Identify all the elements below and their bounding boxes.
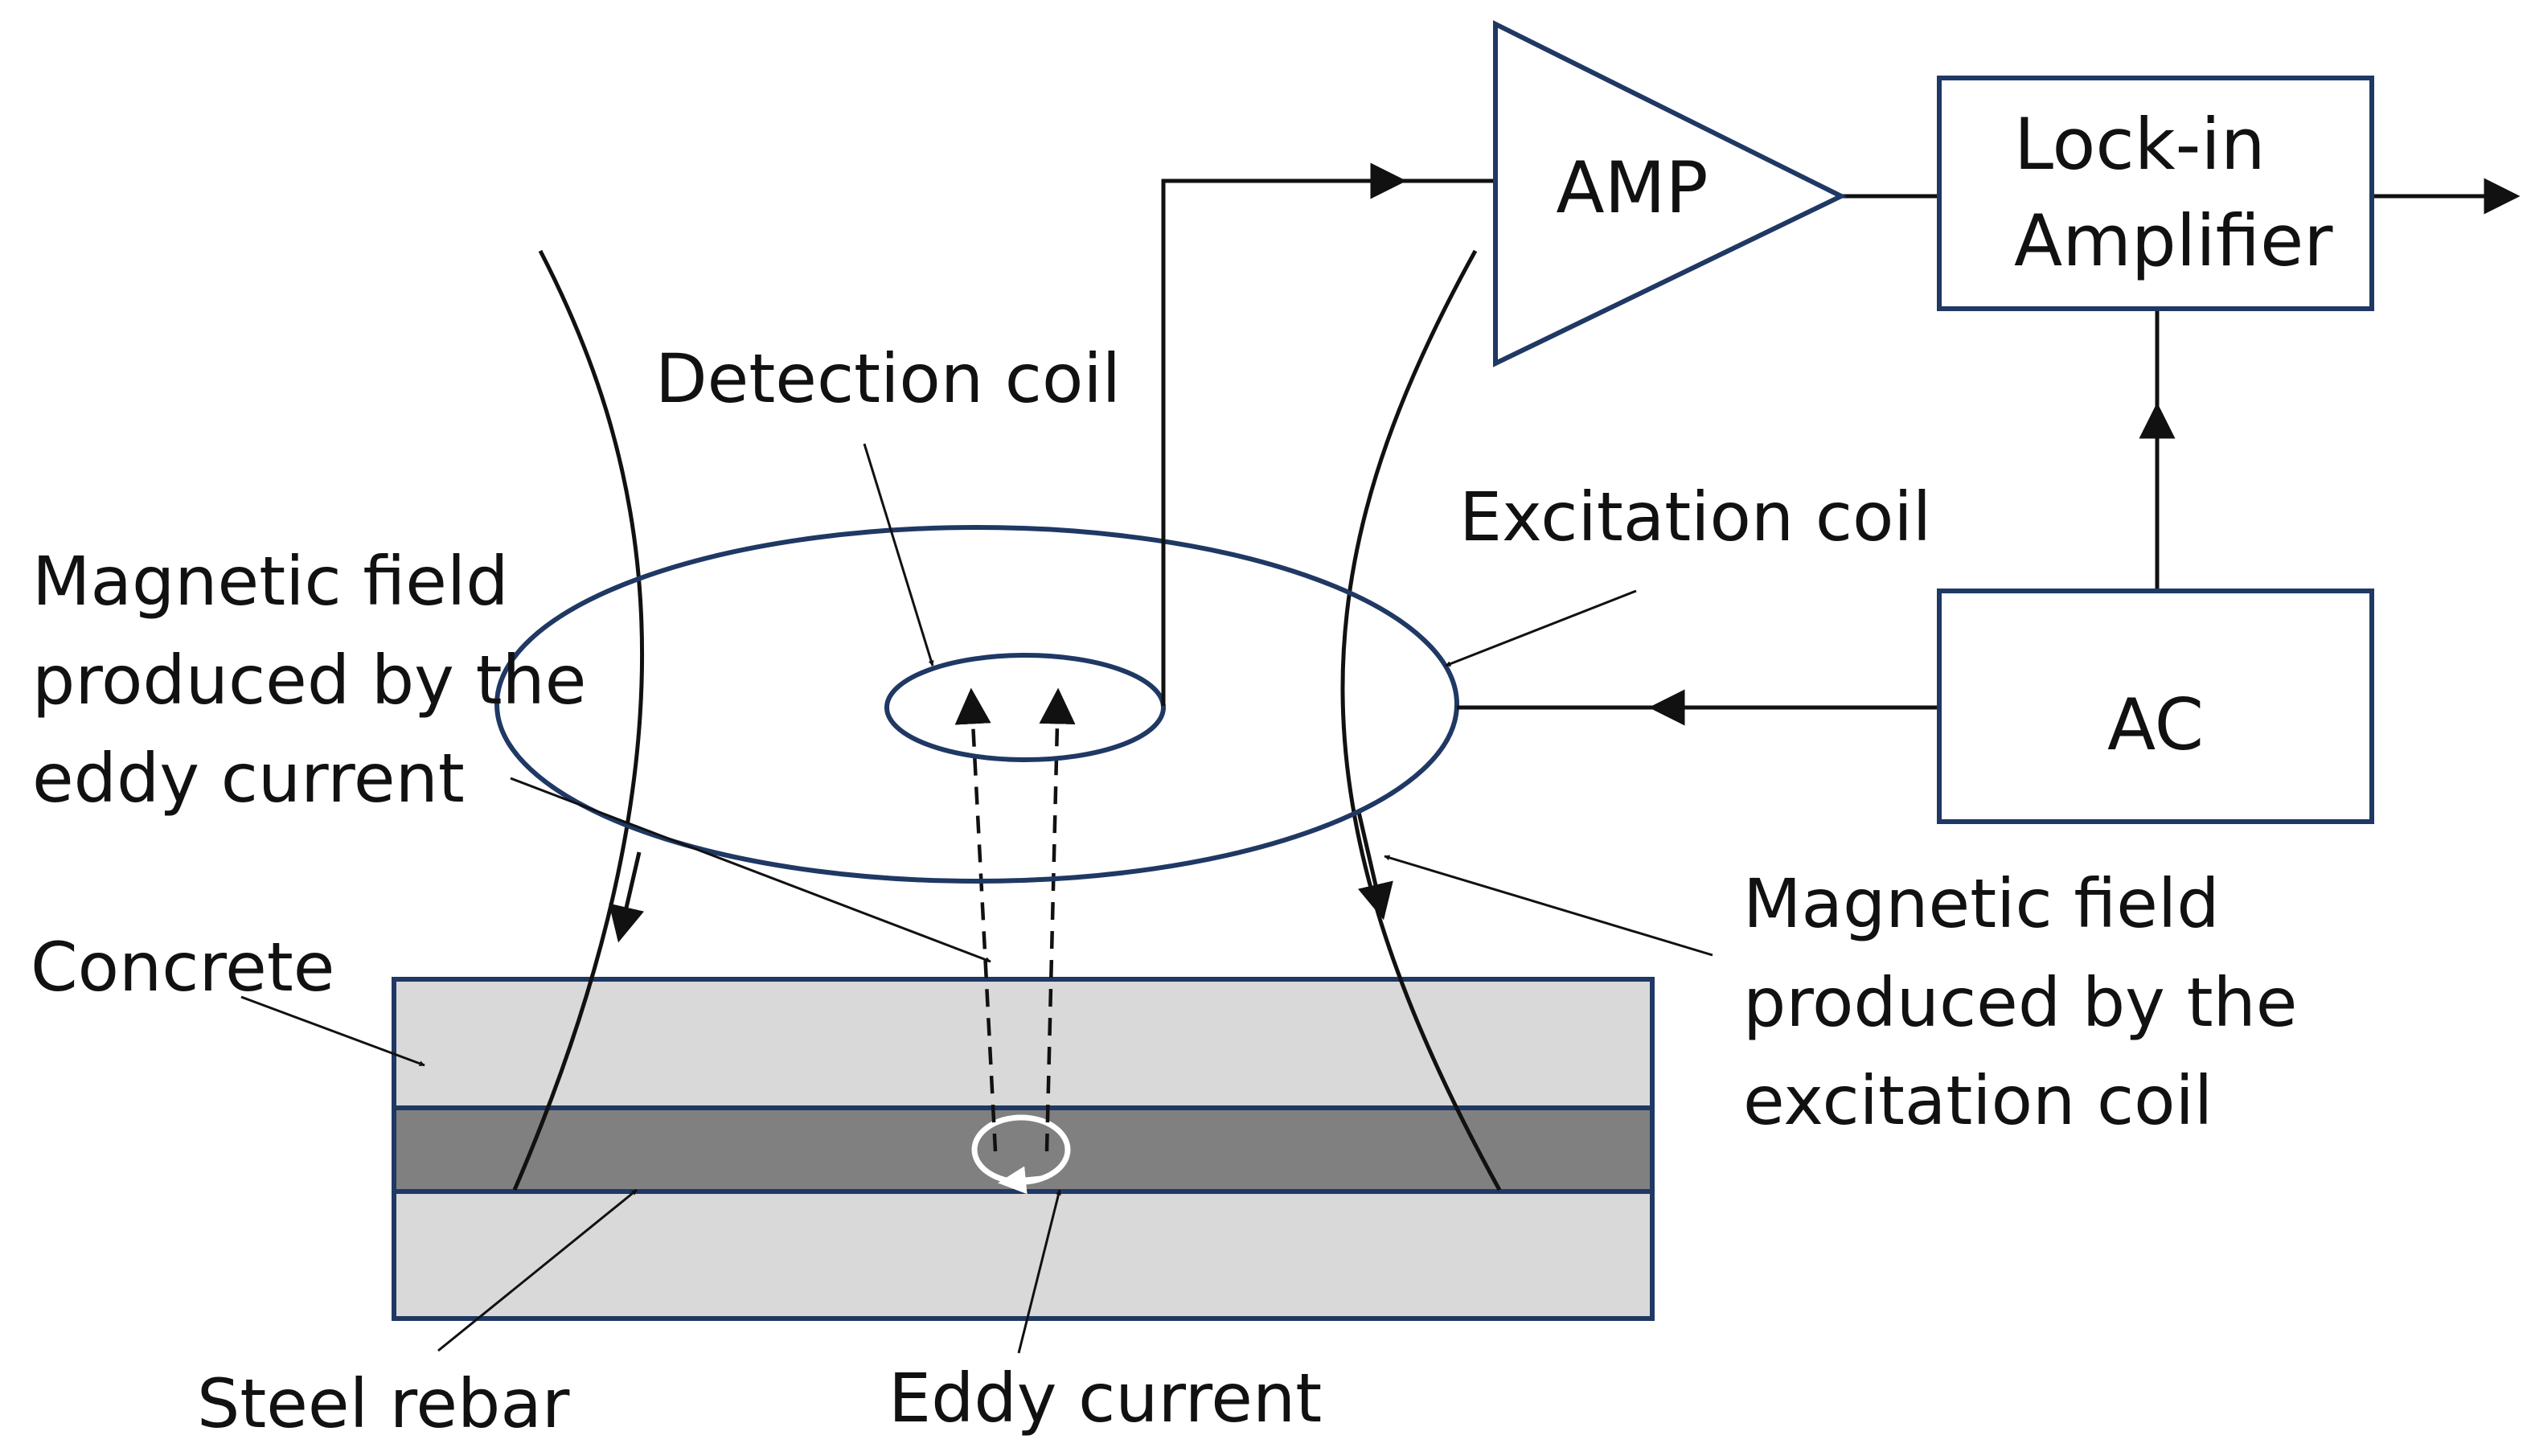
eddy-field-label-line-3: eddy current <box>32 739 465 818</box>
concrete-label: Concrete <box>31 928 334 1007</box>
excitation-field-label-line-1: Magnetic field <box>1743 864 2220 943</box>
excitation-field-line-left <box>512 249 645 1191</box>
ac-box <box>1937 589 2374 824</box>
eddy-current-loop <box>971 1114 1071 1195</box>
eddy-field-line-left <box>954 687 998 1152</box>
detection-coil-leader <box>863 443 934 666</box>
excitation-coil <box>494 525 1459 884</box>
eddy-field-label-line-2: produced by the <box>32 641 586 720</box>
detection-to-amp-wire <box>1161 178 1495 706</box>
lockin-label-line-2: Amplifier <box>2014 199 2333 282</box>
detection-coil-label: Detection coil <box>655 339 1121 418</box>
excitation-coil-leader <box>1445 589 1637 667</box>
signal-wires <box>1161 162 2521 726</box>
concrete-block <box>392 977 1655 1321</box>
eddy-field-label: Magnetic field produced by the eddy curr… <box>32 542 608 818</box>
eddy-current-arrow <box>998 1166 1042 1195</box>
eddy-field-label-line-1: Magnetic field <box>32 542 509 621</box>
steel-rebar-leader <box>437 1188 638 1352</box>
lockin-box <box>1937 76 2374 311</box>
eddy-field-line-right <box>1039 687 1076 1152</box>
amp-block: AMP <box>1493 20 1847 367</box>
excitation-field-line-right <box>1340 249 1502 1191</box>
eddy-field-lines <box>954 687 1076 1152</box>
svg-text:Lock-in Amplifier: Lock-in Amplifier <box>2014 103 2333 282</box>
detection-coil <box>884 653 1166 762</box>
lockin-label-line-1: Lock-in <box>2014 103 2266 186</box>
ac-source-block: AC <box>1937 589 2374 824</box>
lockin-amplifier-block: Lock-in Amplifier <box>1937 76 2374 311</box>
eddy-field-leader <box>510 777 991 963</box>
excitation-field-label: Magnetic field produced by the excitatio… <box>1743 864 2319 1140</box>
excitation-field-arrow-left <box>609 851 645 943</box>
ac-label: AC <box>2107 683 2204 766</box>
amp-triangle <box>1493 20 1847 367</box>
excitation-field-leader <box>1384 855 1713 957</box>
amp-label: AMP <box>1556 146 1708 229</box>
excitation-field-arrow-right <box>1356 811 1393 921</box>
excitation-field-lines <box>512 249 1502 1191</box>
excitation-field-label-line-2: produced by the <box>1743 963 2297 1042</box>
text-labels: Detection coil Excitation coil Magnetic … <box>31 339 2319 1443</box>
label-leaders <box>240 443 1713 1354</box>
eddy-current-leader <box>1017 1189 1061 1354</box>
eddy-current-label: Eddy current <box>888 1359 1322 1438</box>
steel-rebar-label: Steel rebar <box>197 1364 570 1443</box>
excitation-field-label-line-3: excitation coil <box>1743 1061 2213 1140</box>
concrete-leader <box>240 995 425 1067</box>
excitation-coil-label: Excitation coil <box>1459 478 1931 556</box>
